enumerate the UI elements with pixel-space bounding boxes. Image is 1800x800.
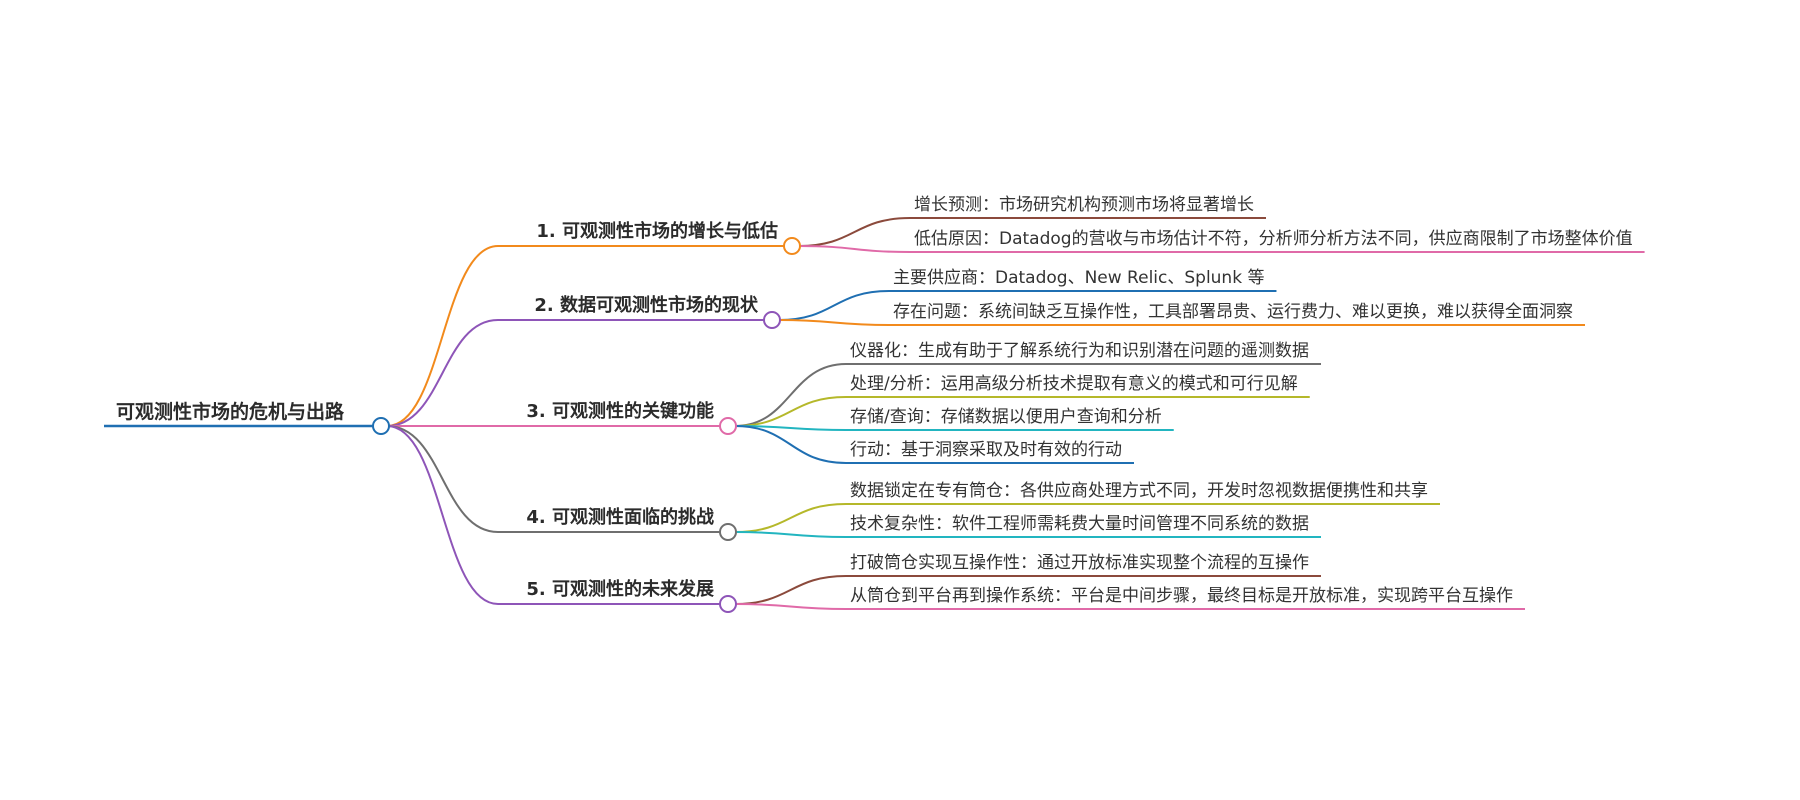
branch-collapse-node-2[interactable] — [763, 311, 781, 329]
edge-root-to-branch-2 — [386, 319, 499, 427]
branch-label-4: 4. 可观测性面临的挑战 — [526, 506, 714, 528]
leaf-label-2-1: 主要供应商：Datadog、New Relic、Splunk 等 — [893, 268, 1264, 288]
branch-label-3: 3. 可观测性的关键功能 — [526, 400, 714, 422]
root-topic-label: 可观测性市场的危机与出路 — [116, 400, 345, 423]
mind-map-edges — [386, 217, 911, 610]
edge-branch-5-to-leaf-2 — [734, 603, 847, 610]
leaf-label-3-4: 行动：基于洞察采取及时有效的行动 — [850, 440, 1122, 460]
edge-root-to-branch-4 — [386, 425, 499, 533]
mind-map-labels: 可观测性市场的危机与出路 1. 可观测性市场的增长与低估 增长预测：市场研究机构预测… — [116, 195, 1633, 606]
edge-branch-3-to-leaf-4 — [734, 425, 847, 464]
root-collapse-node[interactable] — [372, 417, 390, 435]
edge-root-to-branch-5 — [386, 425, 499, 605]
edge-branch-2-to-leaf-1 — [778, 290, 890, 321]
leaf-label-2-2: 存在问题：系统间缺乏互操作性，工具部署昂贵、运行费力、难以更换，难以获得全面洞察 — [893, 302, 1573, 322]
branch-collapse-node-4[interactable] — [719, 523, 737, 541]
leaf-label-1-1: 增长预测：市场研究机构预测市场将显著增长 — [914, 195, 1254, 215]
leaf-label-3-2: 处理/分析：运用高级分析技术提取有意义的模式和可行见解 — [850, 374, 1298, 394]
leaf-label-3-1: 仪器化：生成有助于了解系统行为和识别潜在问题的遥测数据 — [850, 341, 1309, 361]
leaf-label-5-2: 从筒仓到平台再到操作系统：平台是中间步骤，最终目标是开放标准，实现跨平台互操作 — [850, 586, 1513, 606]
leaf-label-1-2: 低估原因：Datadog的营收与市场估计不符，分析师分析方法不同，供应商限制了市… — [914, 229, 1633, 249]
branch-collapse-node-5[interactable] — [719, 595, 737, 613]
branch-collapse-node-3[interactable] — [719, 417, 737, 435]
mind-map-nodes — [372, 237, 801, 613]
mind-map-underlines — [104, 217, 1645, 610]
edge-branch-3-to-leaf-3 — [734, 425, 847, 431]
leaf-label-4-1: 数据锁定在专有筒仓：各供应商处理方式不同，开发时忽视数据便携性和共享 — [850, 481, 1428, 501]
edge-branch-2-to-leaf-2 — [778, 319, 890, 326]
edge-branch-3-to-leaf-1 — [734, 363, 847, 427]
edge-branch-1-to-leaf-2 — [798, 245, 911, 253]
branch-label-5: 5. 可观测性的未来发展 — [526, 578, 715, 600]
branch-label-2: 2. 数据可观测性市场的现状 — [534, 294, 759, 316]
edge-root-to-branch-1 — [386, 245, 499, 427]
edge-branch-4-to-leaf-1 — [734, 503, 847, 533]
edge-branch-1-to-leaf-1 — [798, 217, 911, 247]
edge-branch-4-to-leaf-2 — [734, 531, 847, 538]
branch-label-1: 1. 可观测性市场的增长与低估 — [536, 220, 778, 242]
edge-branch-3-to-leaf-2 — [734, 396, 847, 427]
edge-branch-5-to-leaf-1 — [734, 575, 847, 605]
branch-collapse-node-1[interactable] — [783, 237, 801, 255]
leaf-label-5-1: 打破筒仓实现互操作性：通过开放标准实现整个流程的互操作 — [850, 553, 1309, 573]
leaf-label-3-3: 存储/查询：存储数据以便用户查询和分析 — [850, 407, 1162, 427]
leaf-label-4-2: 技术复杂性：软件工程师需耗费大量时间管理不同系统的数据 — [850, 514, 1309, 534]
